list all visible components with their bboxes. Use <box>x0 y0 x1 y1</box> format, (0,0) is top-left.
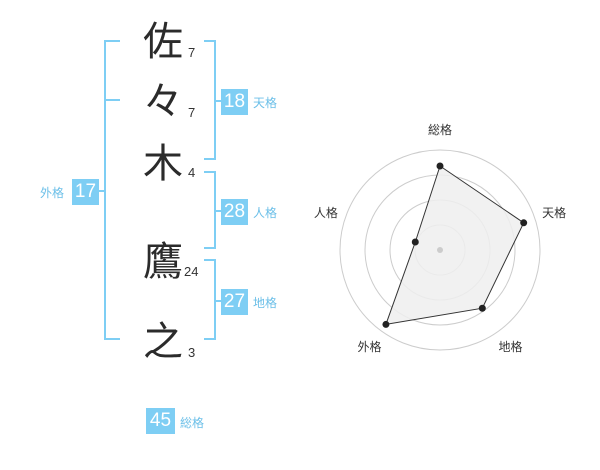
chikaku-bracket <box>204 259 216 340</box>
name-char-1-strokes: 7 <box>188 45 196 60</box>
jinkaku-connector <box>216 210 221 212</box>
tenkaku-badge: 18 <box>221 89 248 115</box>
gaikaku-bracket-connector <box>96 190 104 192</box>
radar-axis-label-3: 外格 <box>357 339 381 354</box>
radar-series-polygon <box>385 165 525 326</box>
name-char-2: 々 <box>143 79 183 125</box>
radar-axis-label-2: 地格 <box>498 339 522 354</box>
gaikaku-bracket-mid-tick <box>104 99 120 101</box>
chikaku-connector <box>216 300 221 302</box>
radar-center-point <box>437 247 443 253</box>
name-char-4: 鷹 <box>143 239 183 285</box>
gaikaku-bracket <box>104 40 120 340</box>
chikaku-label: 地格 <box>253 296 278 310</box>
soukaku-label: 総格 <box>180 416 205 430</box>
jinkaku-badge: 28 <box>221 199 248 225</box>
soukaku-badge: 45 <box>146 408 175 434</box>
jinkaku-label: 人格 <box>253 206 278 220</box>
tenkaku-label: 天格 <box>253 96 278 110</box>
radar-point-2 <box>478 304 486 312</box>
tenkaku-bracket <box>204 40 216 160</box>
radar-axis-label-1: 天格 <box>542 205 566 220</box>
name-char-2-strokes: 7 <box>188 105 196 120</box>
name-char-4-strokes: 24 <box>184 264 199 279</box>
chikaku-badge: 27 <box>221 289 248 315</box>
gaikaku-label: 外格 <box>40 186 65 200</box>
radar-point-4 <box>411 238 419 246</box>
name-char-5: 之 <box>143 319 183 365</box>
jinkaku-bracket <box>204 171 216 249</box>
radar-grid-ring-4 <box>339 149 541 351</box>
gaikaku-badge: 17 <box>72 179 99 205</box>
radar-axis-label-4: 人格 <box>314 205 338 220</box>
radar-point-0 <box>436 162 444 170</box>
name-char-1: 佐 <box>143 19 183 65</box>
name-char-5-strokes: 3 <box>188 345 196 360</box>
radar-axis-label-0: 総格 <box>428 122 452 137</box>
radar-point-1 <box>520 219 528 227</box>
tenkaku-connector <box>216 100 221 102</box>
radar-point-3 <box>382 320 390 328</box>
name-char-3: 木 <box>143 141 183 187</box>
name-char-3-strokes: 4 <box>188 165 196 180</box>
